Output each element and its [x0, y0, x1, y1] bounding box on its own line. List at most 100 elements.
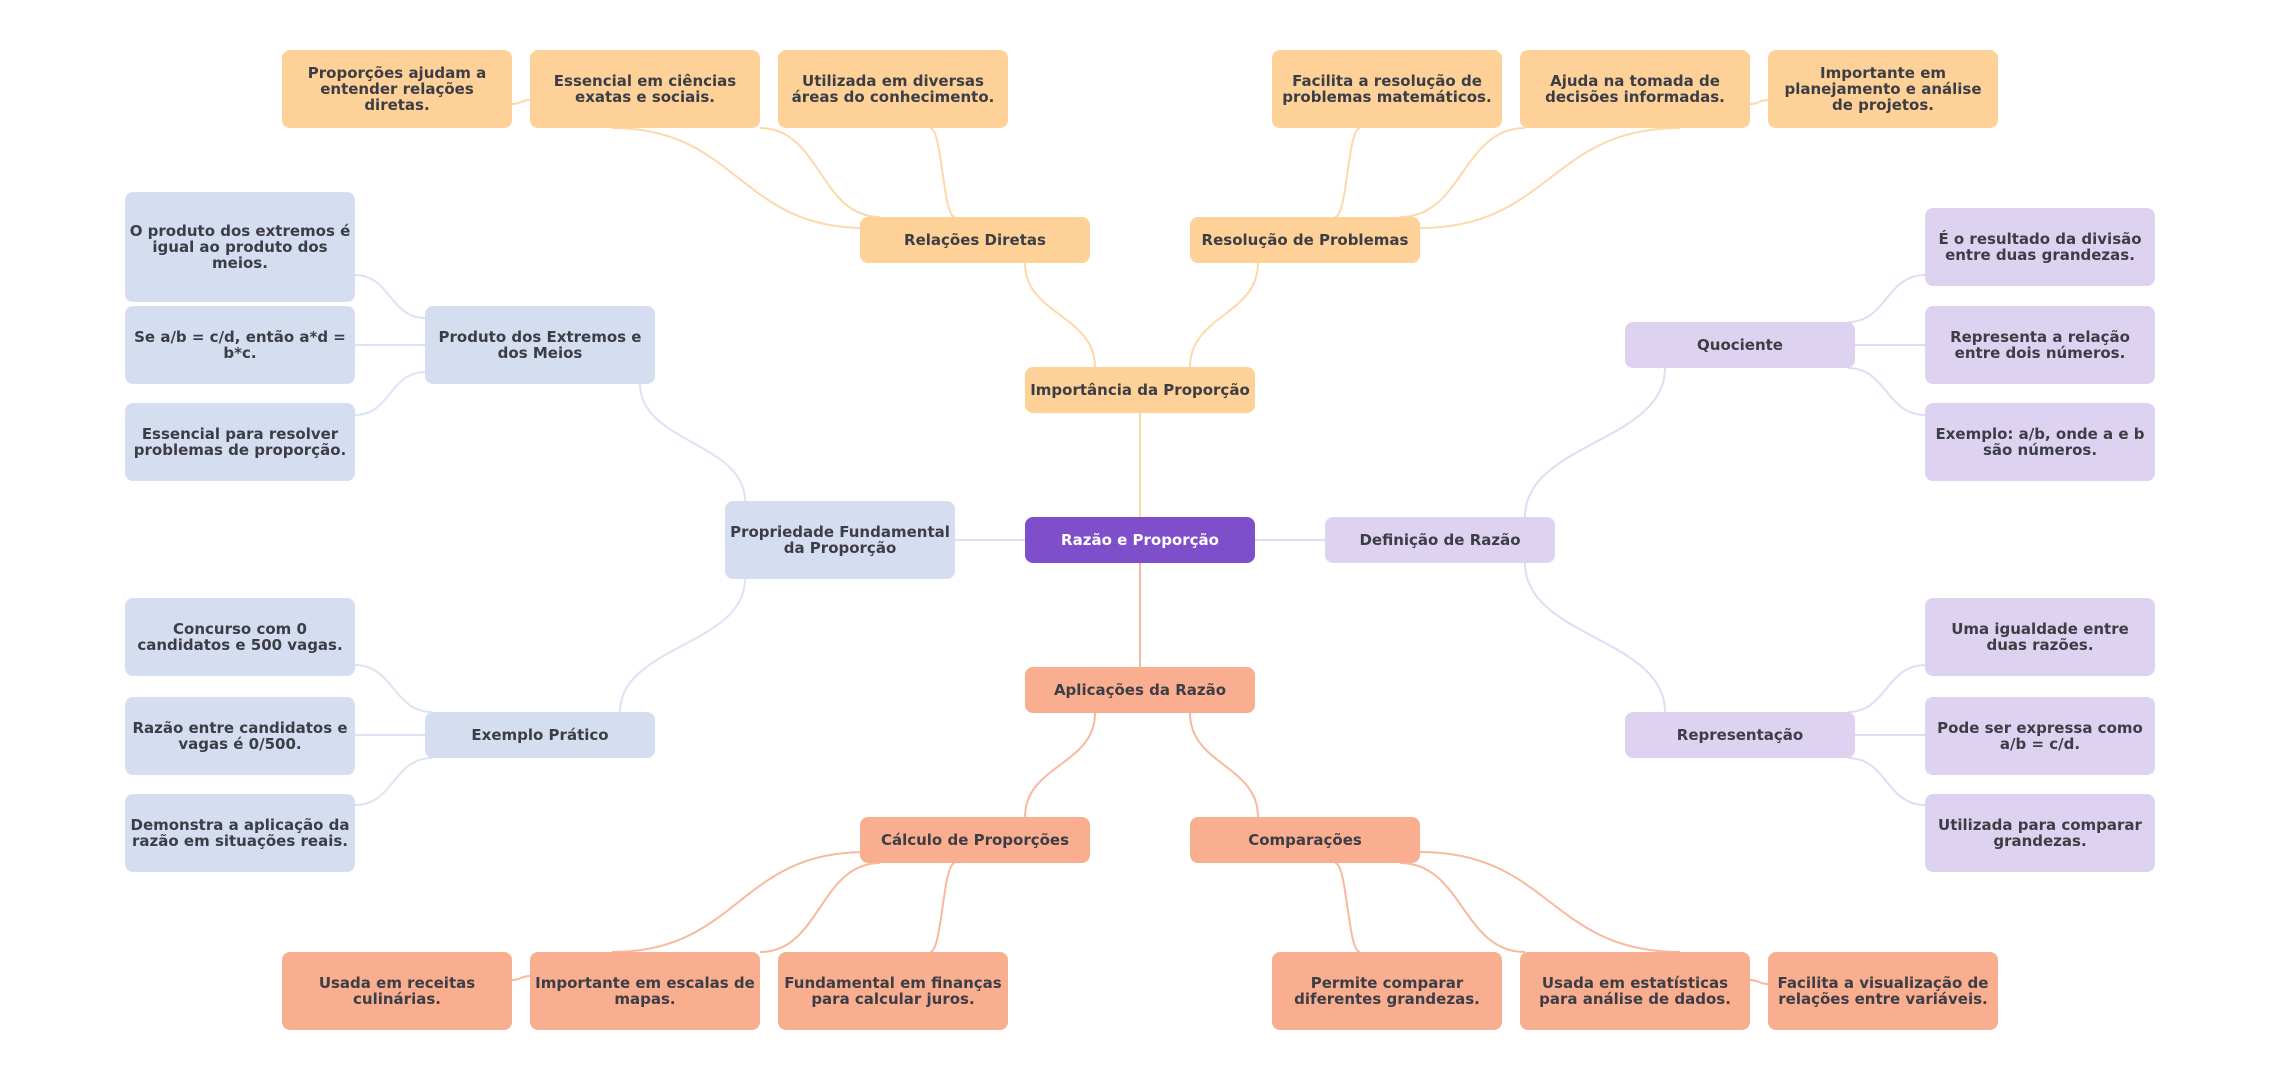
edge-importancia-relacoes: [1024, 262, 1096, 368]
branch-importancia[interactable]: Importância da Proporção: [1025, 367, 1255, 413]
leaf-node[interactable]: Usada em estatísticas para análise de da…: [1520, 952, 1750, 1030]
edge-leaf-link: [511, 975, 531, 981]
leaf-label: Facilita a visualização de relações entr…: [1777, 974, 1989, 1008]
edge-comparacoes-leaf: [1399, 862, 1526, 953]
leaf-label: Concurso com 0 candidatos e 500 vagas.: [137, 620, 343, 654]
subnode-label: Cálculo de Proporções: [880, 831, 1070, 849]
branch-aplicacoes-label: Aplicações da Razão: [1053, 681, 1227, 699]
leaf-node[interactable]: Pode ser expressa como a/b = c/d.: [1925, 697, 2155, 775]
edge-representacao-leaf: [1847, 664, 1926, 713]
edge-exemplo-leaf: [354, 664, 433, 713]
leaf-node[interactable]: É o resultado da divisão entre duas gran…: [1925, 208, 2155, 286]
edge-definicao-representacao: [1524, 562, 1666, 713]
subnode-label: Produto dos Extremos e dos Meios: [438, 328, 642, 362]
edge-definicao-quociente: [1524, 367, 1666, 518]
leaf-label: Usada em receitas culinárias.: [318, 974, 476, 1008]
leaf-node[interactable]: Representa a relação entre dois números.: [1925, 306, 2155, 384]
edge-leaf-link: [1749, 99, 1769, 105]
edge-relacoes-leaf: [929, 127, 956, 218]
subnode-quociente[interactable]: Quociente: [1625, 322, 1855, 368]
branch-aplicacoes[interactable]: Aplicações da Razão: [1025, 667, 1255, 713]
subnode-exemplo-pratico[interactable]: Exemplo Prático: [425, 712, 655, 758]
edge-exemplo-leaf: [354, 757, 433, 806]
leaf-label: Uma igualdade entre duas razões.: [1951, 620, 2129, 654]
leaf-node[interactable]: Usada em receitas culinárias.: [282, 952, 512, 1030]
edge-resolucao-leaf: [1419, 127, 1681, 229]
edge-leaf-link: [511, 99, 531, 105]
leaf-node[interactable]: O produto dos extremos é igual ao produt…: [125, 192, 355, 302]
root-label: Razão e Proporção: [1061, 531, 1219, 549]
subnode-label: Comparações: [1248, 831, 1362, 849]
subnode-comparacoes[interactable]: Comparações: [1190, 817, 1420, 863]
branch-importancia-label: Importância da Proporção: [1030, 381, 1250, 399]
leaf-node[interactable]: Proporções ajudam a entender relações di…: [282, 50, 512, 128]
leaf-label: Facilita a resolução de problemas matemá…: [1282, 72, 1492, 106]
leaf-label: Usada em estatísticas para análise de da…: [1539, 974, 1731, 1008]
leaf-node[interactable]: Exemplo: a/b, onde a e b são números.: [1925, 403, 2155, 481]
edge-importancia-resolucao: [1189, 262, 1259, 368]
branch-definicao[interactable]: Definição de Razão: [1325, 517, 1555, 563]
leaf-label: Pode ser expressa como a/b = c/d.: [1937, 719, 2143, 753]
edge-relacoes-leaf: [611, 127, 866, 229]
subnode-resolucao-problemas[interactable]: Resolução de Problemas: [1190, 217, 1420, 263]
leaf-node[interactable]: Razão entre candidatos e vagas é 0/500.: [125, 697, 355, 775]
subnode-calculo-proporcoes[interactable]: Cálculo de Proporções: [860, 817, 1090, 863]
edge-representacao-leaf: [1847, 757, 1926, 806]
leaf-label: O produto dos extremos é igual ao produt…: [129, 222, 351, 272]
leaf-label: Se a/b = c/d, então a*d = b*c.: [134, 328, 346, 362]
leaf-node[interactable]: Essencial para resolver problemas de pro…: [125, 403, 355, 481]
leaf-label: Representa a relação entre dois números.: [1950, 328, 2130, 362]
subnode-label: Representação: [1676, 726, 1804, 744]
subnode-label: Relações Diretas: [904, 231, 1046, 249]
leaf-label: Demonstra a aplicação da razão em situaç…: [130, 816, 350, 850]
root-node[interactable]: Razão e Proporção: [1025, 517, 1255, 563]
branch-definicao-label: Definição de Razão: [1359, 531, 1521, 549]
subnode-produto-extremos-meios[interactable]: Produto dos Extremos e dos Meios: [425, 306, 655, 384]
leaf-node[interactable]: Facilita a resolução de problemas matemá…: [1272, 50, 1502, 128]
leaf-label: Razão entre candidatos e vagas é 0/500.: [132, 719, 348, 753]
edge-produto-leaf: [354, 274, 426, 319]
leaf-node[interactable]: Ajuda na tomada de decisões informadas.: [1520, 50, 1750, 128]
leaf-node[interactable]: Uma igualdade entre duas razões.: [1925, 598, 2155, 676]
leaf-node[interactable]: Importante em planejamento e análise de …: [1768, 50, 1998, 128]
leaf-node[interactable]: Permite comparar diferentes grandezas.: [1272, 952, 1502, 1030]
leaf-node[interactable]: Utilizada para comparar grandezas.: [1925, 794, 2155, 872]
leaf-label: Essencial em ciências exatas e sociais.: [553, 72, 737, 106]
leaf-node[interactable]: Utilizada em diversas áreas do conhecime…: [778, 50, 1008, 128]
subnode-label: Resolução de Problemas: [1201, 231, 1409, 249]
edge-resolucao-leaf: [1334, 127, 1361, 218]
subnode-label: Quociente: [1697, 336, 1783, 354]
leaf-node[interactable]: Fundamental em finanças para calcular ju…: [778, 952, 1008, 1030]
leaf-label: Utilizada para comparar grandezas.: [1938, 816, 2142, 850]
leaf-node[interactable]: Essencial em ciências exatas e sociais.: [530, 50, 760, 128]
leaf-label: Exemplo: a/b, onde a e b são números.: [1935, 425, 2145, 459]
leaf-node[interactable]: Facilita a visualização de relações entr…: [1768, 952, 1998, 1030]
edge-produto-leaf: [354, 371, 426, 416]
leaf-label: Fundamental em finanças para calcular ju…: [784, 974, 1002, 1008]
edge-propriedade-produto: [639, 383, 746, 502]
leaf-label: Importante em escalas de mapas.: [535, 974, 755, 1008]
edge-relacoes-leaf: [759, 127, 881, 218]
branch-propriedade-label: Propriedade Fundamental da Proporção: [730, 523, 950, 557]
subnode-label: Exemplo Prático: [471, 726, 609, 744]
leaf-label: Essencial para resolver problemas de pro…: [133, 425, 347, 459]
leaf-node[interactable]: Concurso com 0 candidatos e 500 vagas.: [125, 598, 355, 676]
branch-propriedade[interactable]: Propriedade Fundamental da Proporção: [725, 501, 955, 579]
leaf-label: Proporções ajudam a entender relações di…: [307, 64, 487, 114]
leaf-node[interactable]: Demonstra a aplicação da razão em situaç…: [125, 794, 355, 872]
edge-propriedade-exemplo: [619, 578, 746, 713]
subnode-relacoes-diretas[interactable]: Relações Diretas: [860, 217, 1090, 263]
edge-quociente-leaf: [1847, 367, 1926, 416]
edge-comparacoes-leaf: [1419, 851, 1681, 953]
leaf-node[interactable]: Se a/b = c/d, então a*d = b*c.: [125, 306, 355, 384]
edge-leaf-link: [1749, 979, 1769, 985]
leaf-label: É o resultado da divisão entre duas gran…: [1938, 230, 2142, 264]
edge-calculo-leaf: [611, 851, 866, 953]
subnode-representacao[interactable]: Representação: [1625, 712, 1855, 758]
edge-aplicacoes-comparacoes: [1189, 712, 1259, 818]
leaf-label: Utilizada em diversas áreas do conhecime…: [791, 72, 995, 106]
edge-resolucao-leaf: [1399, 127, 1526, 218]
edge-quociente-leaf: [1847, 274, 1926, 323]
leaf-node[interactable]: Importante em escalas de mapas.: [530, 952, 760, 1030]
